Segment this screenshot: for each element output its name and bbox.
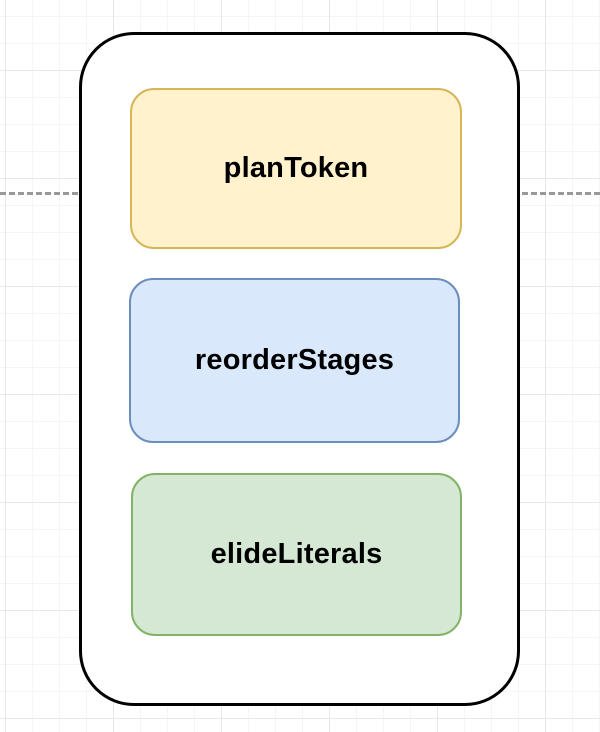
node-planToken[interactable]: planToken (130, 88, 462, 249)
node-elideLiterals[interactable]: elideLiterals (131, 473, 462, 636)
node-reorderStages[interactable]: reorderStages (129, 278, 460, 443)
node-planToken-label: planToken (223, 152, 369, 184)
group-container-shape[interactable]: planToken reorderStages elideLiterals (79, 32, 520, 706)
node-elideLiterals-label: elideLiterals (210, 538, 383, 570)
node-reorderStages-label: reorderStages (194, 344, 395, 376)
